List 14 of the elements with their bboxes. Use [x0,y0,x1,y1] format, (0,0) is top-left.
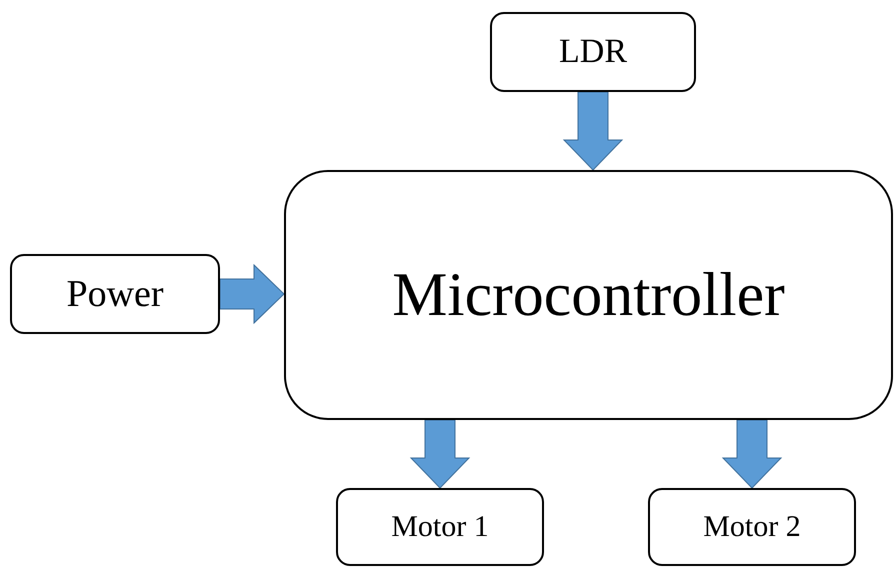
box-label: Microcontroller [392,264,785,326]
process-box [648,488,856,566]
box-label: Motor 1 [391,512,489,542]
process-box [284,170,893,420]
process-box [490,12,696,92]
block-arrow [410,420,470,489]
box-label: LDR [559,35,627,69]
process-box [336,488,544,566]
block-arrow [220,264,285,324]
box-label: Motor 2 [703,512,801,542]
process-box [10,254,220,334]
block-arrow [562,92,624,171]
block-arrow [722,420,782,489]
box-label: Power [66,275,164,313]
